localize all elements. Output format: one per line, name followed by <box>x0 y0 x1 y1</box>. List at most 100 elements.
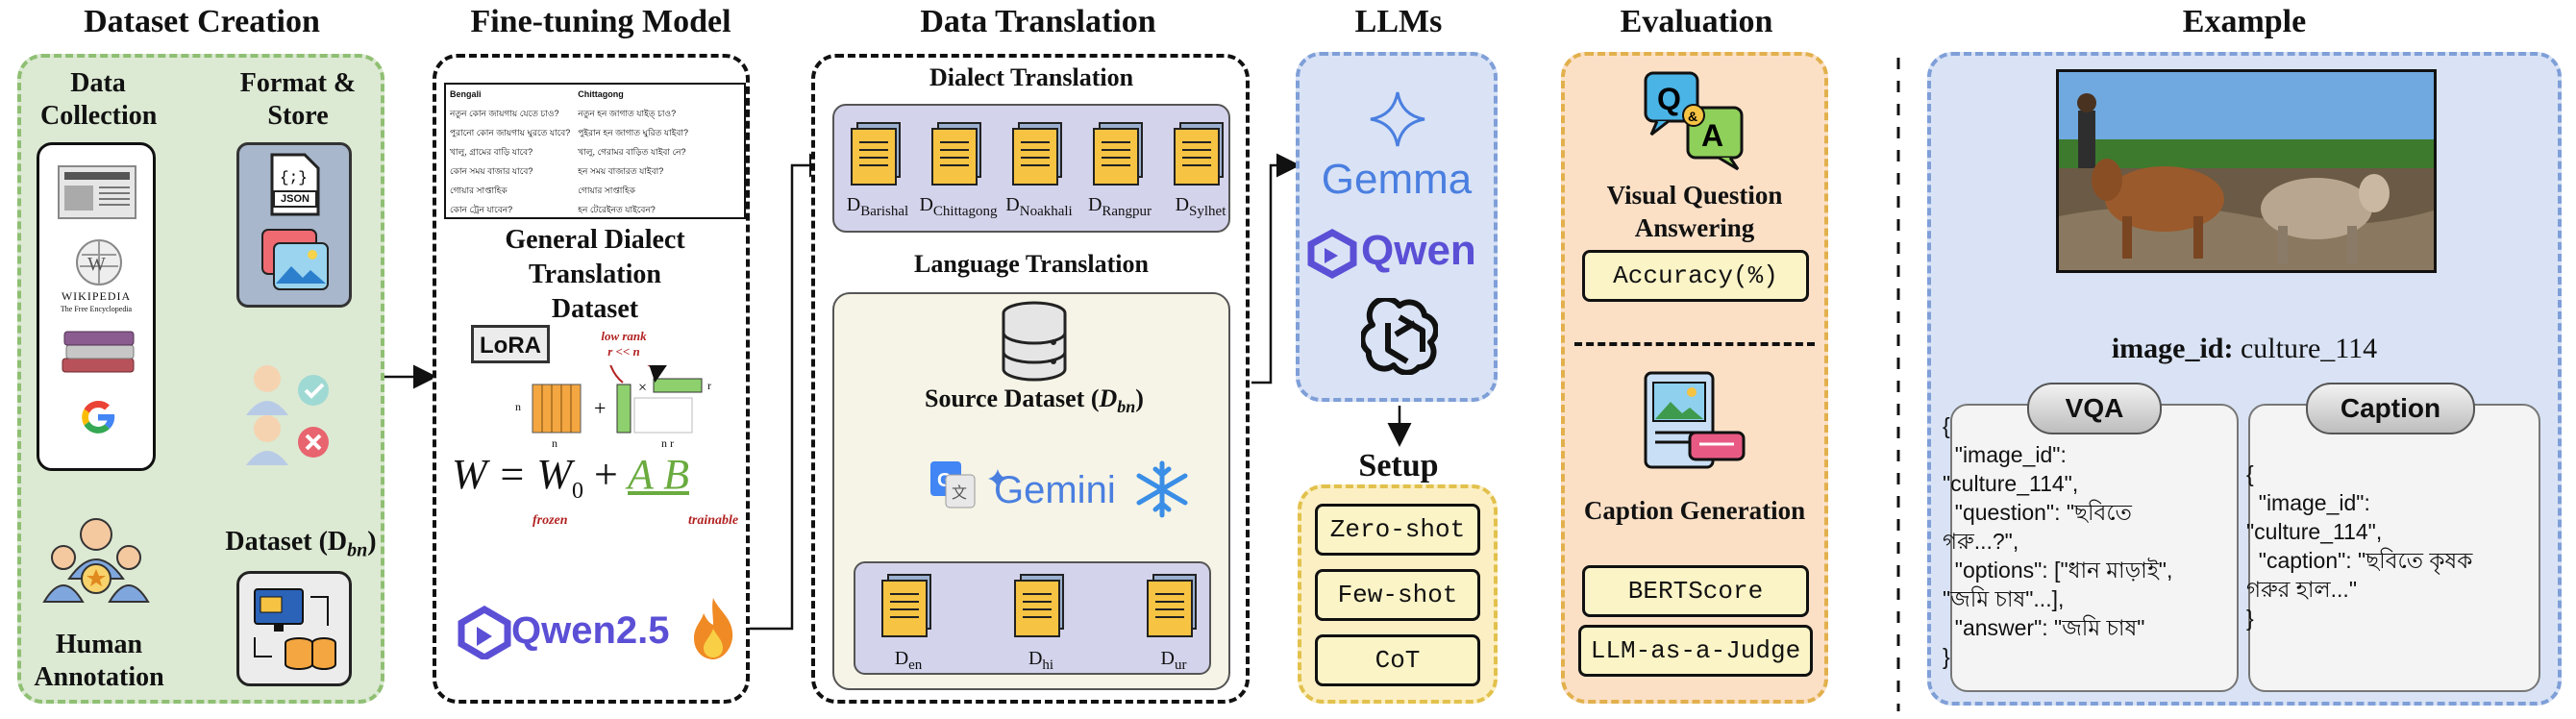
caption-metric-llm-judge: LLM-as-a-Judge <box>1578 625 1813 677</box>
table-row: গোয়ার সাপ্তাহিক গোয়ার সাপ্তাহিক <box>446 181 692 200</box>
table-row: কোন সময় বাজার যাবে? হন সময় বাজারত যাইবা… <box>446 161 692 181</box>
title-fine-tuning: Fine-tuning Model <box>470 4 731 39</box>
svg-text:+: + <box>594 396 606 420</box>
svg-text:&: & <box>1688 109 1697 124</box>
setup-few-shot: Few-shot <box>1315 569 1480 621</box>
qwen25-model-label: Qwen2.5 <box>511 609 670 652</box>
dataset-document-label: DNoakhali <box>1005 194 1073 219</box>
matrix-label-n-bottom: n <box>552 436 557 450</box>
dataset-document-icon <box>1011 573 1071 642</box>
language-translation-label: Language Translation <box>914 250 1149 278</box>
dataset-document-label: Dhi <box>1028 648 1054 673</box>
title-evaluation: Evaluation <box>1620 4 1773 39</box>
dialect-sample-table: Bengali Chittagong নতুন কোন জায়গায় যেত… <box>444 83 746 219</box>
general-dataset-label: General Dialect Translation Dataset <box>505 225 685 324</box>
vqa-example-card <box>1950 404 2239 692</box>
dataset-store-box <box>236 571 352 686</box>
qwen-label: Qwen <box>1361 227 1476 274</box>
svg-text:Q: Q <box>1657 82 1681 116</box>
table-row: নতুন কোন জায়গায় যেতে চাও? নতুন হন জাগাত… <box>446 104 692 123</box>
title-dataset-creation: Dataset Creation <box>84 4 320 39</box>
svg-text:W: W <box>87 254 106 275</box>
arrow-translation-to-llms <box>1251 153 1300 384</box>
table-header-chittagong: Chittagong <box>578 89 624 99</box>
google-translate-icon: G 文 <box>930 461 976 508</box>
dataset-document-label: Dur <box>1160 648 1187 673</box>
fire-icon <box>694 598 733 659</box>
dataset-document-icon <box>1171 121 1230 190</box>
lora-formula: W = W0 + A B <box>452 451 690 504</box>
image-caption-icon <box>1644 371 1746 469</box>
dataset-document-icon <box>1144 573 1203 642</box>
output-docs-row: Den Dhi Dur <box>854 567 1211 681</box>
caption-pill: Caption <box>2306 383 2475 434</box>
human-annotation-icon <box>42 518 150 603</box>
table-header-bengali: Bengali <box>450 89 482 99</box>
bengali-cell: কোন সময় বাজার যাবে? <box>450 166 533 176</box>
bengali-cell: কোন ট্রেন যাবেন? <box>450 205 513 214</box>
data-translation-panel: Dialect Translation DBarishal DChittagong… <box>811 54 1250 704</box>
matrix-label-n-left: n <box>515 400 521 413</box>
table-row: পুরানো কোন জায়গায় ঘুরতে যাবে?পুইরান হন… <box>446 123 692 142</box>
format-store-box: {;} JSON <box>236 142 352 308</box>
qwen-logo-icon <box>458 606 511 659</box>
title-example: Example <box>2182 4 2307 39</box>
vqa-pill: VQA <box>2027 383 2162 434</box>
gemma-star-icon <box>1370 91 1425 147</box>
trainable-note: trainable <box>688 513 739 528</box>
title-llms: LLMs <box>1354 4 1443 39</box>
source-dataset-label: Source Dataset (Dbn) <box>925 384 1144 417</box>
wikipedia-wordmark: WIKIPEDIA <box>61 289 132 303</box>
title-data-translation: Data Translation <box>920 4 1156 39</box>
qwen-icon <box>1307 229 1357 279</box>
gemini-label: Gemini <box>994 469 1116 511</box>
data-sources-box: W WIKIPEDIA The Free Encyclopedia <box>37 142 156 471</box>
lora-badge: LoRA <box>471 325 550 363</box>
caption-eval-title: Caption Generation <box>1583 496 1806 525</box>
format-store-label: Format & Store <box>239 68 357 131</box>
svg-text:×: × <box>638 380 647 396</box>
matrix-label-nr: n r <box>661 436 674 450</box>
example-panel: image_id: culture_114 VQA { "image_id": … <box>1927 52 2562 706</box>
svg-text:文: 文 <box>952 484 967 502</box>
vqa-eval-title: Visual Question Answering <box>1606 181 1783 242</box>
data-collection-label: Data Collection <box>40 68 158 131</box>
chittagong-cell: খালু, গেরামর বাড়িত যাইবা নে? <box>578 147 686 157</box>
chittagong-cell: গোয়ার সাপ্তাহিক <box>578 186 635 195</box>
chittagong-cell: নতুন হন জাগাত যাইত্ চাও? <box>578 109 677 118</box>
arrow-finetune-to-translation <box>750 153 833 631</box>
json-label: JSON <box>281 193 310 205</box>
dialect-translation-label: Dialect Translation <box>929 63 1134 91</box>
wikipedia-globe-icon: W <box>76 239 122 285</box>
caption-json-text: { "image_id": "culture_114", "caption": … <box>2246 461 2473 631</box>
newspaper-icon <box>58 165 136 219</box>
bengali-cell: গোয়ার সাপ্তাহিক <box>450 186 508 195</box>
caption-metric-bertscore: BERTScore <box>1582 565 1809 617</box>
json-file-icon: {;} <box>270 153 320 216</box>
dataset-document-icon <box>879 573 938 642</box>
openai-logo-icon <box>1361 298 1438 375</box>
bengali-cell: নতুন কোন জায়গায় যেতে চাও? <box>450 109 559 118</box>
qa-bubbles-icon: Q A & <box>1644 71 1744 171</box>
eval-divider <box>1574 342 1815 346</box>
setup-zero-shot: Zero-shot <box>1315 504 1480 556</box>
dataset-document-icon <box>848 121 907 190</box>
books-icon <box>62 331 135 373</box>
gemini-star-icon <box>988 469 1007 488</box>
farmer-ploughing-photo <box>2056 69 2437 273</box>
chittagong-cell: হন সময় বাজারত যাইবা? <box>578 166 664 176</box>
svg-text:A: A <box>1701 118 1723 153</box>
matrix-label-r: r <box>707 379 711 392</box>
setup-cot: CoT <box>1315 634 1480 686</box>
dataset-document-label: DBarishal <box>846 194 909 219</box>
bengali-cell: পুরানো কোন জায়গায় ঘুরতে যাবে? <box>450 128 571 137</box>
google-icon <box>82 400 115 434</box>
dataset-document-label: DChittagong <box>919 194 998 219</box>
database-icon <box>1002 301 1067 382</box>
dataset-document-label: Den <box>894 648 923 673</box>
annotator-review-icon <box>246 365 329 465</box>
table-row: কোন ট্রেন যাবেন?হন টেরেইনত যাইবেন? <box>446 200 692 217</box>
fine-tuning-panel: Bengali Chittagong নতুন কোন জায়গায় যেত… <box>433 54 750 704</box>
human-annotation-label: Human Annotation <box>34 630 164 692</box>
